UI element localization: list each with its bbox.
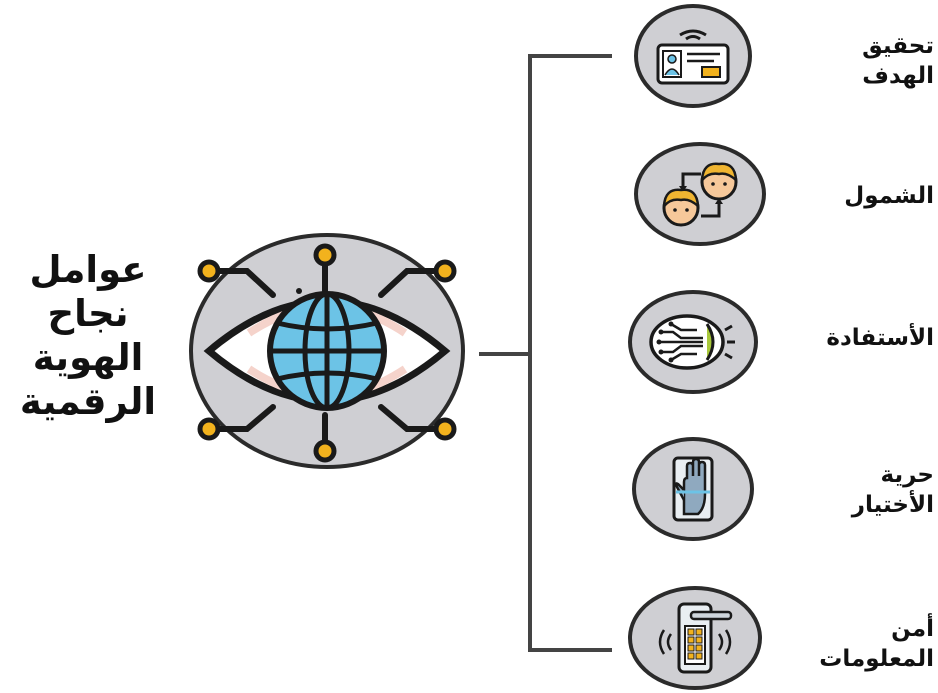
- smart-lock-icon: [658, 602, 733, 674]
- factor-icon-circle: [628, 290, 758, 394]
- factor-icon-circle: [634, 142, 766, 246]
- factor-icon-circle: [632, 437, 754, 541]
- factor-label: الأستفادة: [826, 325, 934, 351]
- people-exchange-icon: [662, 162, 738, 227]
- diagram-title: عوامل نجاح الهوية الرقمية: [8, 248, 168, 424]
- factor-label: أمن المعلومات: [819, 616, 934, 672]
- biometric-eye-scan-icon: [649, 314, 735, 370]
- eye-globe-network-icon: [189, 233, 465, 469]
- title-line: نجاح: [47, 292, 129, 335]
- title-line: الهوية: [32, 336, 144, 379]
- id-card-icon: [656, 29, 730, 85]
- title-line: عوامل: [29, 248, 147, 291]
- factor-label: حرية الأختيار: [851, 462, 934, 518]
- hand-scan-icon: [672, 456, 714, 522]
- factor-label: تحقيق الهدف: [862, 33, 934, 89]
- factor-icon-circle: [634, 4, 752, 108]
- factor-label: الشمول: [844, 183, 934, 209]
- title-line: الرقمية: [19, 380, 157, 423]
- central-hub: [187, 231, 467, 471]
- factor-icon-circle: [628, 586, 762, 690]
